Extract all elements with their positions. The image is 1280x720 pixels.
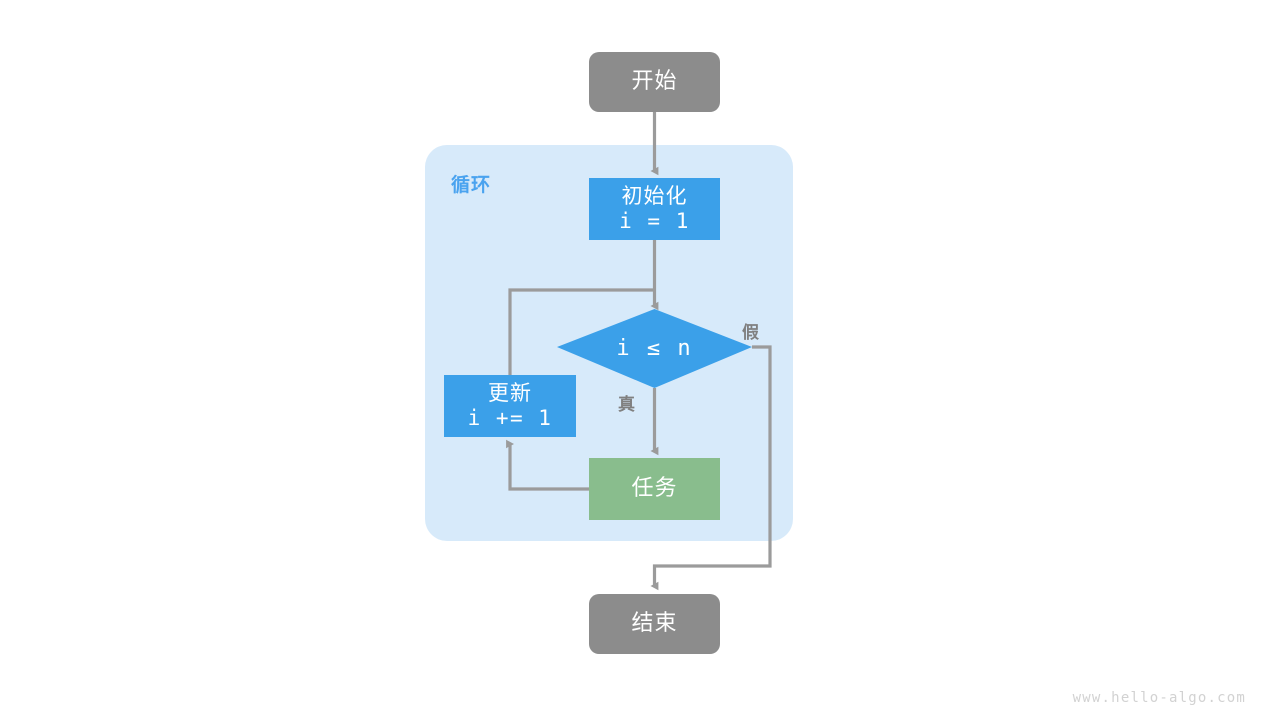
loop-group-label: 循环: [451, 174, 492, 196]
node-task-shape[interactable]: [589, 458, 720, 520]
node-update-shape[interactable]: [444, 375, 576, 437]
node-decision-shape[interactable]: [557, 309, 752, 388]
connector-task-to-update: [506, 439, 589, 491]
edge-label-true: 真: [618, 395, 636, 415]
node-start-shape[interactable]: [589, 52, 720, 112]
edge-label-false: 假: [742, 323, 760, 343]
connector-update-to-decision: [508, 288, 655, 375]
node-end-shape[interactable]: [589, 594, 720, 654]
connector-decision-false-to-end: [650, 345, 772, 591]
watermark-text: www.hello-algo.com: [1072, 690, 1246, 706]
node-init-shape[interactable]: [589, 178, 720, 240]
